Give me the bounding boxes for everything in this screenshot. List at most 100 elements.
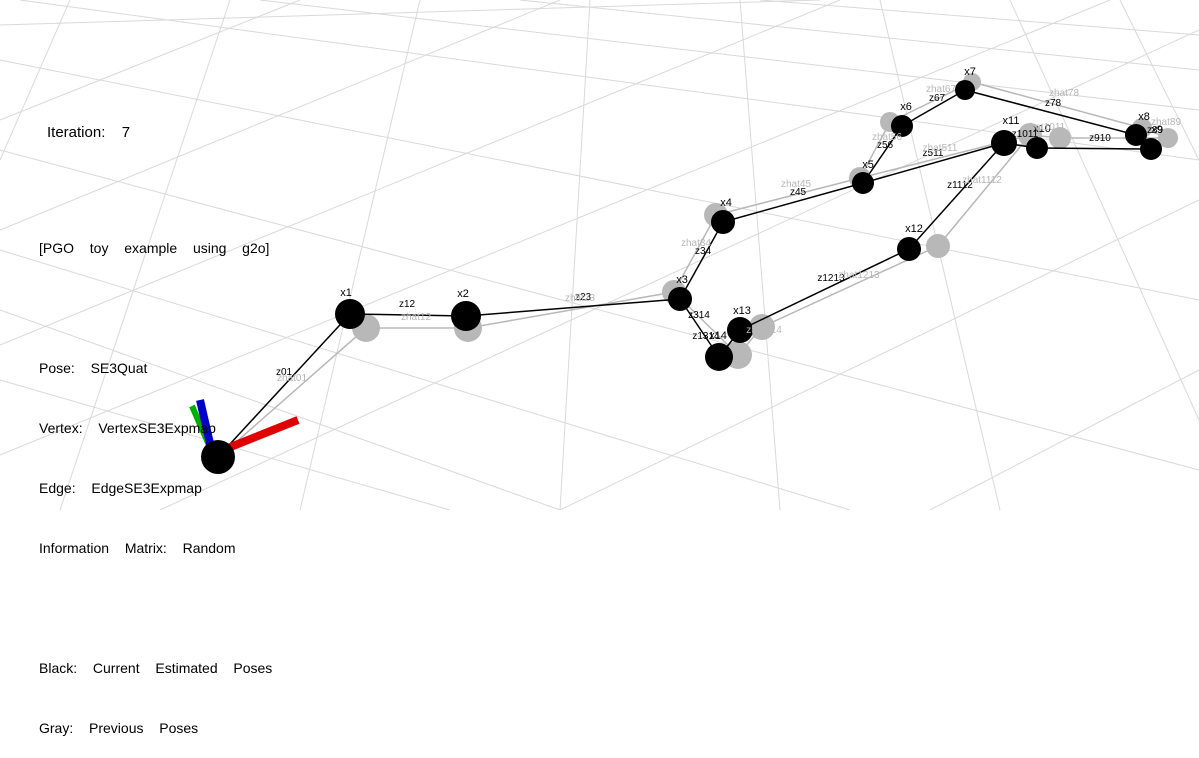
previous-edge-label: zhat89: [1151, 117, 1181, 128]
pose-node-x12: [897, 237, 921, 261]
previous-edge: [715, 177, 861, 216]
previous-edge: [217, 327, 367, 459]
previous-edge: [673, 214, 717, 293]
previous-edge-label: zhat23: [565, 293, 595, 304]
edge-label: z910: [1089, 133, 1111, 144]
current-edge: [908, 142, 1005, 250]
previous-edge-label: zhat01: [277, 373, 307, 384]
edge-label: z78: [1045, 98, 1062, 109]
legend-gray: Gray: Previous Poses: [39, 720, 199, 736]
info-edge: Edge: EdgeSE3Expmap: [39, 480, 202, 496]
previous-edge: [467, 291, 675, 329]
node-label: x4: [720, 197, 732, 209]
edge-label: z1314: [692, 331, 720, 342]
edge-label: z45: [790, 187, 807, 198]
pose-node-x0: [201, 440, 235, 474]
edge-label: z314: [688, 310, 710, 321]
previous-edge-label: zhat12: [401, 312, 431, 323]
node-label: x1: [340, 287, 352, 299]
current-edge: [862, 142, 1005, 184]
ground-grid: [0, 0, 1199, 510]
grid-line: [0, 0, 841, 346]
node-label: x2: [457, 288, 469, 300]
info-pose: Pose: SE3Quat: [39, 360, 148, 376]
previous-edge: [937, 134, 1031, 247]
edge-label: z511: [923, 148, 944, 159]
edge-label: z1011: [1012, 129, 1039, 140]
pose-node-x10: [1026, 137, 1048, 159]
grid-line: [929, 369, 1199, 510]
grid-line: [519, 0, 1199, 71]
edge-label: z67: [929, 93, 946, 104]
grid-line: [0, 0, 561, 231]
previous-edge-label: zhat56: [872, 132, 902, 143]
previous-edge-label: zhat314: [746, 325, 782, 336]
edge-label: z23: [575, 292, 592, 303]
node-label: x13: [733, 305, 751, 317]
node-label: x10: [1033, 123, 1051, 135]
grid-line: [739, 0, 781, 510]
node-label: x14: [709, 330, 727, 342]
info-title: [PGO toy example using g2o]: [39, 240, 270, 256]
current-edge: [1036, 147, 1152, 150]
edge-label: z12: [399, 299, 416, 310]
pose-node-x3: [668, 287, 692, 311]
grid-line: [299, 0, 421, 510]
pose-node-x7: [955, 80, 975, 100]
iteration-label: Iteration:: [47, 124, 106, 141]
previous-edge-label: zhat34: [681, 238, 711, 249]
pose-node-x11: [991, 130, 1017, 156]
pose-node-x13: [727, 317, 753, 343]
pose-node-x1: [335, 299, 365, 329]
previous-edge-label: zhat1011: [1025, 122, 1066, 133]
previous-edge-label: zhat511: [923, 143, 958, 154]
node-label: x9: [1151, 124, 1163, 136]
current-edge: [862, 125, 903, 184]
current-edge: [901, 89, 966, 127]
legend-black: Black: Current Estimated Poses: [39, 660, 273, 676]
pose-node-x5: [852, 172, 874, 194]
current-nodes-layer: [201, 80, 1162, 474]
edge-label: z01: [276, 367, 293, 378]
grid-line: [0, 0, 301, 121]
grid-line: [0, 0, 1111, 456]
edge-label: z34: [695, 246, 712, 257]
grid-line: [0, 59, 1199, 301]
current-edge: [679, 221, 724, 300]
grid-line: [0, 309, 561, 510]
grid-line: [1119, 0, 1199, 161]
edge-label: z1213: [817, 273, 845, 284]
pose-node-x14: [705, 343, 733, 371]
current-edge: [722, 182, 864, 223]
previous-edge-label: zhat45: [781, 179, 811, 190]
edge-label: z56: [877, 140, 894, 151]
pose-node-x9: [1140, 138, 1162, 160]
node-label: x6: [900, 101, 912, 113]
grid-line: [0, 0, 821, 26]
current-edge: [739, 248, 910, 331]
grid-line: [0, 0, 71, 161]
current-edge: [465, 298, 681, 317]
info-vertex: Vertex: VertexSE3Expmap: [39, 420, 216, 436]
grid-line: [759, 0, 1199, 36]
node-label: x7: [964, 66, 976, 78]
previous-edge-label: zhat1213: [838, 270, 880, 281]
grid-line: [0, 249, 851, 510]
edge-label: z1112: [947, 180, 973, 191]
node-label: x5: [862, 159, 874, 171]
pose-node-x2: [451, 301, 481, 331]
grid-line: [59, 0, 231, 510]
previous-edge-label: zhat67: [926, 84, 956, 95]
previous-pose-node: [749, 314, 775, 340]
previous-edge-label: zhat78: [1049, 88, 1079, 99]
previous-pose-node: [1049, 127, 1071, 149]
current-edge: [349, 313, 467, 317]
grid-line: [159, 29, 1199, 510]
previous-pose-node: [1158, 128, 1178, 148]
grid-line: [559, 199, 1199, 510]
previous-pose-node: [926, 234, 950, 258]
current-edge: [964, 89, 1137, 136]
node-label: x3: [676, 274, 688, 286]
